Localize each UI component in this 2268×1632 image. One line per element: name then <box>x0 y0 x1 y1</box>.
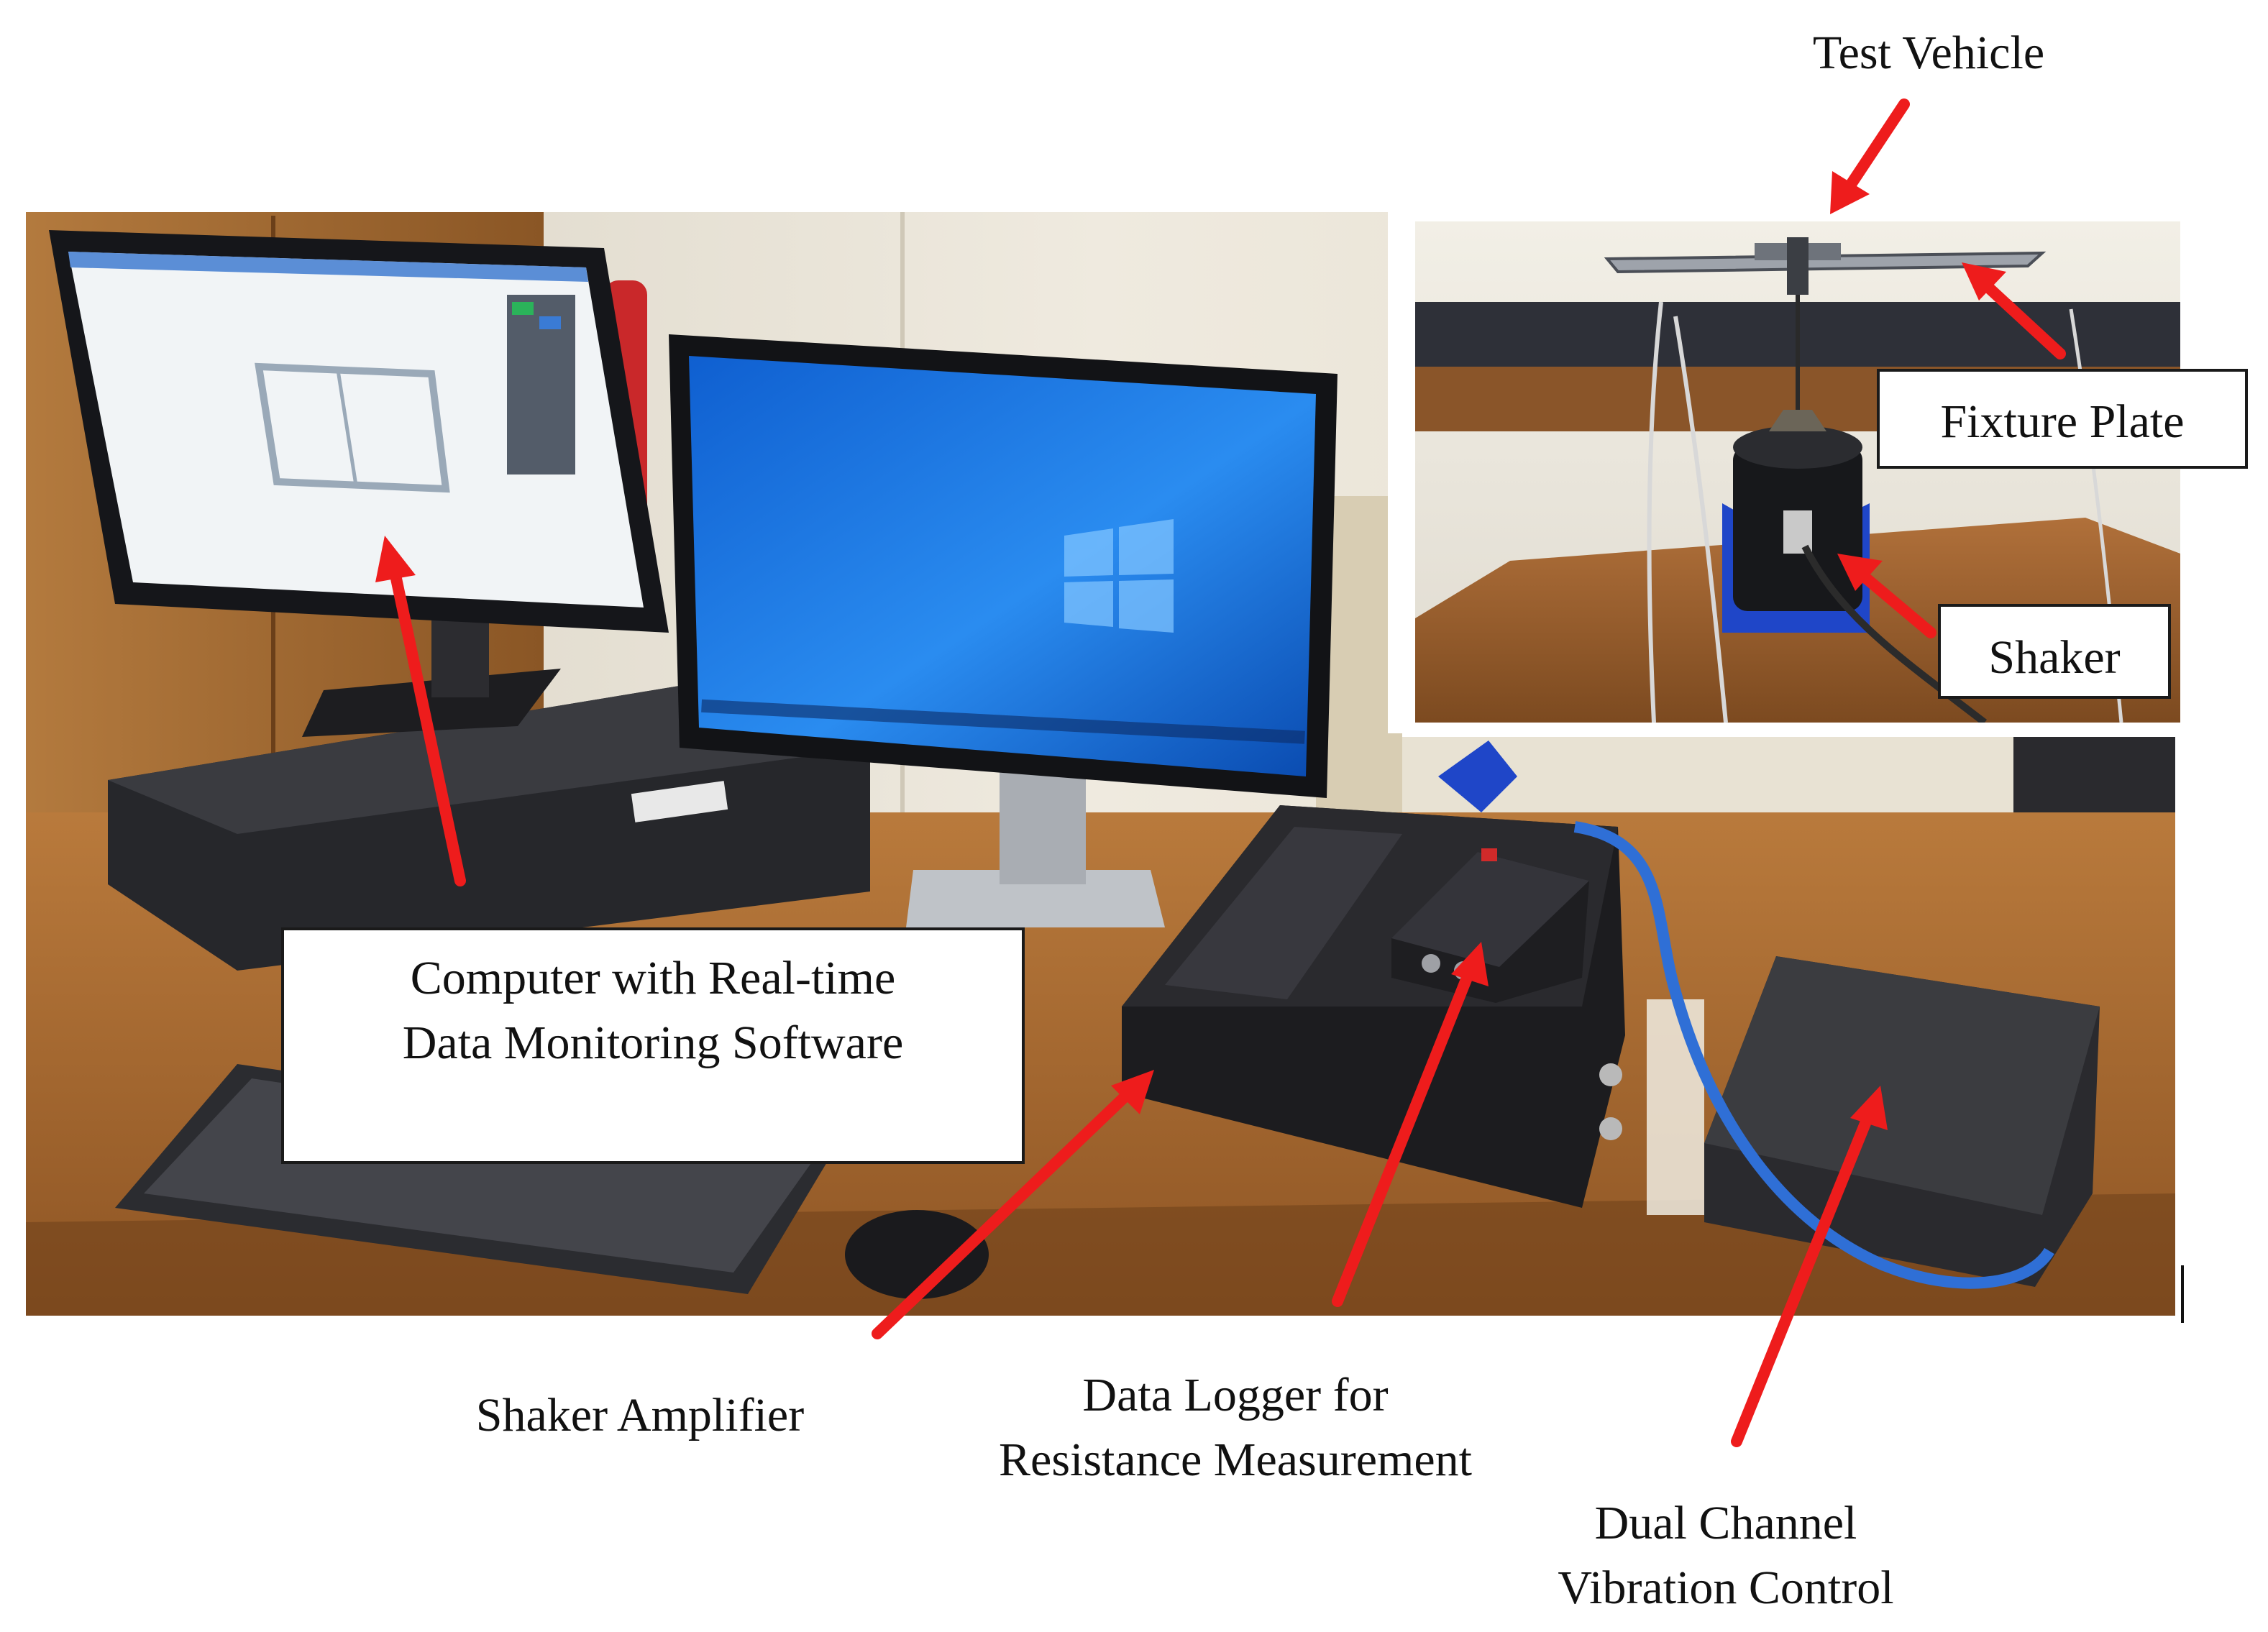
callout-box-fixture-plate <box>1877 369 2248 469</box>
arrow-data-logger <box>1332 942 1489 1307</box>
label-shaker: Shaker <box>1988 631 2120 684</box>
blue-cable <box>1573 821 2054 1289</box>
left-monitor <box>49 230 669 737</box>
label-vibration-control-line2: Vibration Control <box>1558 1562 1893 1614</box>
windows-desktop-screen <box>689 356 1316 776</box>
right-monitor <box>669 334 1338 927</box>
label-computer-line2: Data Monitoring Software <box>403 1017 904 1069</box>
left-monitor-screen <box>68 252 644 608</box>
arrow-computer <box>375 536 466 886</box>
label-test-vehicle: Test Vehicle <box>1813 27 2044 79</box>
arrows <box>375 98 2066 1447</box>
label-fixture-plate: Fixture Plate <box>1940 395 2184 448</box>
label-computer-line1: Computer with Real-time <box>411 952 896 1004</box>
fixture-plate <box>1604 237 2047 295</box>
arrow-vibration-control <box>1731 1086 1888 1447</box>
arrow-shaker-amplifier <box>872 1070 1154 1339</box>
label-vibration-control-line1: Dual Channel <box>1595 1497 1857 1549</box>
windows-logo-icon <box>1064 519 1174 633</box>
mouse <box>845 1210 989 1299</box>
shaker <box>1722 410 1870 633</box>
vibration-controller <box>1647 956 2100 1287</box>
label-shaker-amplifier: Shaker Amplifier <box>476 1389 804 1441</box>
callout-box-computer <box>281 927 1025 1164</box>
label-data-logger-line1: Data Logger for <box>1082 1369 1388 1421</box>
data-logger <box>1391 848 1589 1003</box>
arrow-shaker <box>1837 554 1937 638</box>
label-data-logger-line2: Resistance Measurement <box>999 1434 1472 1486</box>
arrow-test-vehicle <box>1830 98 1910 214</box>
arrow-fixture-plate <box>1962 262 2066 359</box>
callout-box-shaker <box>1938 604 2171 699</box>
